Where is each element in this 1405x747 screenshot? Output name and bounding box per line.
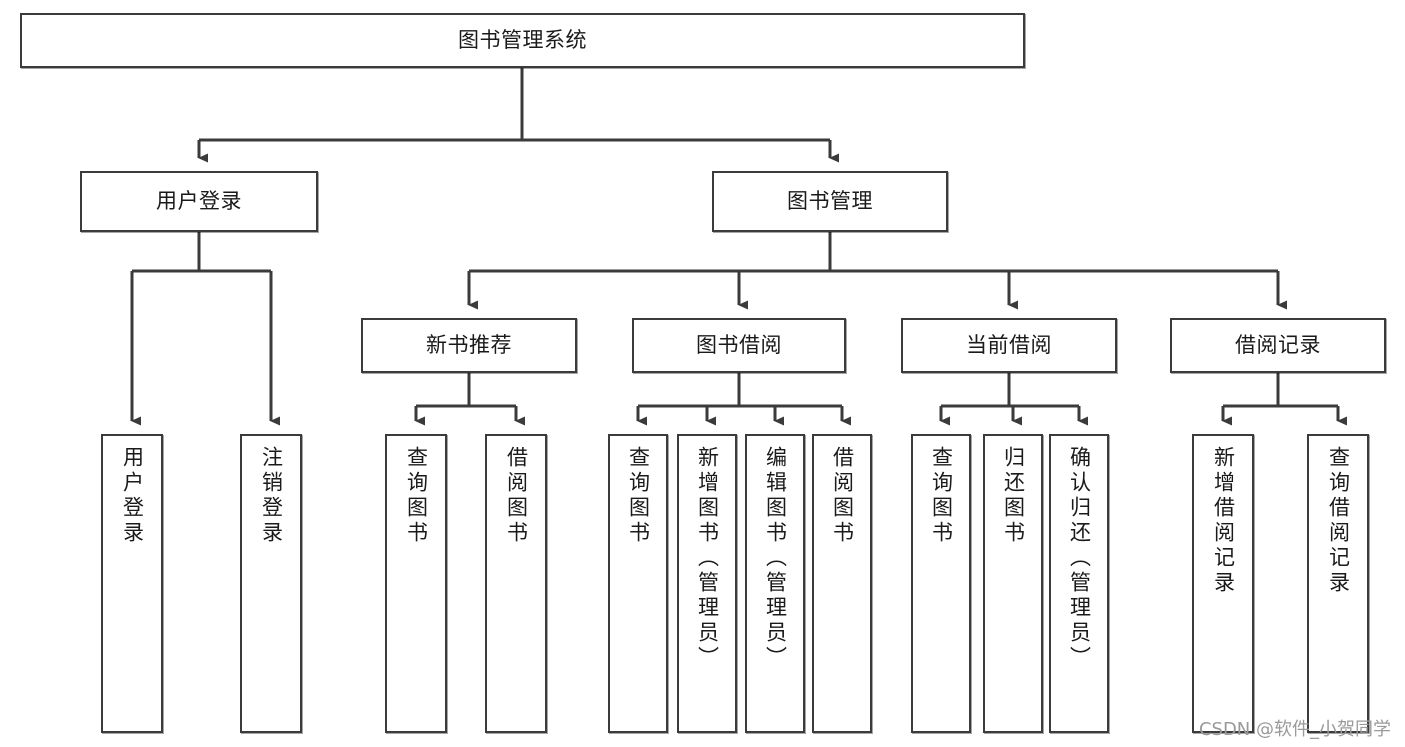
node-leaf-user-login[interactable]: 用户登录: [101, 434, 163, 733]
node-borrow-record[interactable]: 借阅记录: [1170, 318, 1386, 373]
node-label: 借阅图书: [830, 446, 855, 546]
node-current-borrow[interactable]: 当前借阅: [901, 318, 1117, 373]
node-leaf-query-borrow-record[interactable]: 查询借阅记录: [1307, 434, 1369, 733]
node-leaf-query-book-borrow[interactable]: 查询图书: [608, 434, 668, 733]
node-new-book-recommend[interactable]: 新书推荐: [361, 318, 577, 373]
node-leaf-confirm-return[interactable]: 确认归还（管理员）: [1049, 434, 1109, 733]
node-label: 新增借阅记录: [1211, 446, 1236, 596]
node-label: 新增图书（管理员）: [695, 446, 720, 671]
node-leaf-logout[interactable]: 注销登录: [240, 434, 302, 733]
node-label: 用户登录: [120, 446, 145, 546]
node-label: 用户登录: [156, 188, 242, 213]
node-label: 借阅图书: [504, 446, 529, 546]
node-leaf-add-borrow-record[interactable]: 新增借阅记录: [1192, 434, 1254, 733]
node-label: 当前借阅: [966, 332, 1052, 357]
node-label: 查询图书: [404, 446, 429, 546]
node-leaf-query-book-recommend[interactable]: 查询图书: [385, 434, 447, 733]
node-label: 查询图书: [929, 446, 954, 546]
node-label: 编辑图书（管理员）: [763, 446, 788, 671]
node-label: 查询图书: [626, 446, 651, 546]
node-label: 图书管理: [787, 188, 873, 213]
node-label: 借阅记录: [1235, 332, 1321, 357]
node-label: 图书管理系统: [458, 27, 587, 52]
node-leaf-query-book-current[interactable]: 查询图书: [911, 434, 971, 733]
node-leaf-return-book[interactable]: 归还图书: [983, 434, 1043, 733]
node-label: 注销登录: [259, 446, 284, 546]
node-root-system[interactable]: 图书管理系统: [20, 13, 1025, 68]
node-label: 图书借阅: [696, 332, 782, 357]
node-label: 新书推荐: [426, 332, 512, 357]
node-book-management[interactable]: 图书管理: [712, 171, 948, 232]
node-label: 归还图书: [1001, 446, 1026, 546]
node-leaf-borrow-book[interactable]: 借阅图书: [812, 434, 872, 733]
node-leaf-borrow-book-recommend[interactable]: 借阅图书: [485, 434, 547, 733]
node-leaf-edit-book[interactable]: 编辑图书（管理员）: [745, 434, 805, 733]
node-user-login[interactable]: 用户登录: [80, 171, 318, 232]
node-book-borrow[interactable]: 图书借阅: [632, 318, 846, 373]
node-label: 确认归还（管理员）: [1067, 446, 1092, 671]
node-label: 查询借阅记录: [1326, 446, 1351, 596]
node-leaf-add-book[interactable]: 新增图书（管理员）: [677, 434, 737, 733]
